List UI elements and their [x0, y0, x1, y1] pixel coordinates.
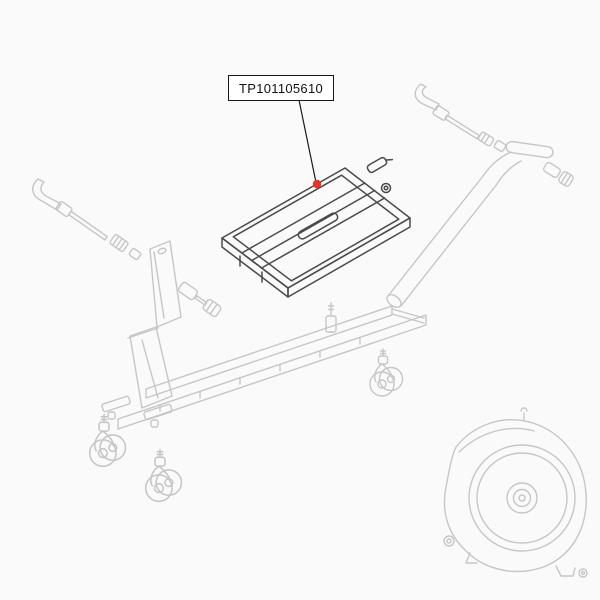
resistance-flywheel-unit-diagram	[443, 407, 588, 578]
rear-left-caster-diagram	[88, 413, 127, 468]
front-caster-diagram	[369, 348, 404, 397]
highlighted-mounting-plate-diagram	[221, 156, 411, 298]
right-quick-release-skewer-diagram	[414, 83, 574, 187]
caster-stem-diagram	[325, 302, 337, 333]
callout-dot	[312, 179, 322, 189]
rear-right-caster-diagram	[144, 448, 183, 503]
part-number-label: TP101105610	[238, 80, 324, 96]
left-quick-release-skewer-diagram	[32, 178, 222, 328]
part-number-callout[interactable]: TP101105610	[228, 75, 334, 101]
callout-leader-line	[298, 99, 322, 189]
base-rail-frame-diagram	[101, 305, 427, 430]
